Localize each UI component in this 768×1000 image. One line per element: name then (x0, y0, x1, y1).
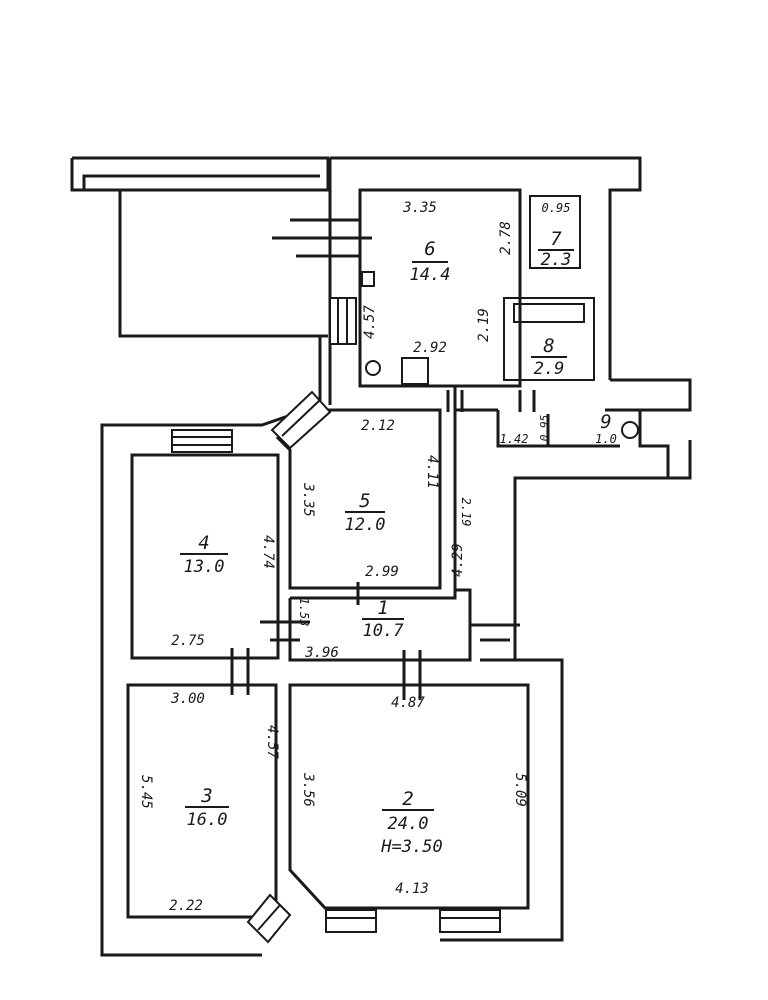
dim-r2-left: 3.56 (300, 772, 316, 807)
room-labels: 6 14.4 7 2.3 8 2.9 9 1.0 5 12.0 4 13.0 1… (180, 228, 617, 857)
room-7-number: 7 (550, 228, 562, 250)
room-7-area: 2.3 (541, 250, 572, 270)
dim-r2-right: 5.09 (512, 773, 528, 807)
dim-r7-top: 0.95 (542, 201, 571, 215)
dim-r2-top: 4.87 (391, 695, 425, 711)
room-9-area: 1.0 (595, 432, 617, 446)
door-marks (230, 218, 550, 700)
dim-r5-top: 2.12 (361, 418, 395, 434)
dim-r6-right-b: 2.19 (476, 308, 492, 342)
dim-r9-w: 1.42 (500, 432, 529, 446)
dim-r2-bottom: 4.13 (395, 881, 429, 897)
dim-r3-top: 3.00 (170, 691, 205, 707)
dim-r5-bottom: 2.99 (365, 564, 399, 580)
dim-r3-right: 4.57 (264, 725, 280, 759)
dim-r6-left: 4.57 (362, 305, 378, 339)
room-1-area: 10.7 (363, 621, 405, 641)
room-1-number: 1 (377, 597, 388, 619)
dim-r5-right: 4.11 (424, 455, 440, 489)
windows (171, 297, 501, 944)
dim-r3-left: 5.45 (138, 775, 154, 809)
room-5-number: 5 (359, 490, 370, 512)
room-6-area: 14.4 (410, 265, 451, 285)
dim-r6-top: 3.35 (402, 200, 437, 216)
room-3-area: 16.0 (187, 810, 228, 830)
room-4-area: 13.0 (184, 557, 225, 577)
room-8-number: 8 (543, 335, 554, 357)
dim-r1-left: 1.53 (297, 598, 311, 627)
room-3-number: 3 (200, 785, 212, 807)
toilet-icon (621, 421, 639, 439)
stove-icon (365, 360, 381, 376)
fixtures (365, 357, 639, 439)
dim-r4-bottom: 2.75 (171, 633, 205, 649)
sink-icon (401, 357, 429, 385)
room-2-number: 2 (402, 788, 413, 810)
dim-r3-bottom: 2.22 (169, 898, 203, 914)
dim-corr-right-b: 4.29 (450, 543, 466, 577)
room-5-area: 12.0 (345, 515, 386, 535)
room-8-area: 2.9 (534, 359, 565, 379)
dim-r1-bottom: 3.96 (304, 645, 339, 661)
dim-corr-right-a: 2.19 (459, 498, 473, 527)
dim-r4-right: 4.74 (260, 535, 276, 569)
room-2-height: H=3.50 (380, 837, 442, 857)
room-4-number: 4 (198, 532, 209, 554)
room-2-area: 24.0 (388, 814, 429, 834)
dim-r9-h: 0.95 (538, 415, 551, 442)
dim-r6-bottom: 2.92 (413, 340, 447, 356)
outer-walls (70, 156, 692, 957)
dim-r6-right-a: 2.78 (498, 221, 514, 255)
dimension-labels: 3.35 4.57 2.92 2.78 2.19 0.95 2.12 3.35 … (138, 200, 570, 914)
dim-r5-left: 3.35 (300, 482, 316, 517)
room-6-number: 6 (424, 238, 435, 260)
room-9-number: 9 (600, 411, 611, 433)
